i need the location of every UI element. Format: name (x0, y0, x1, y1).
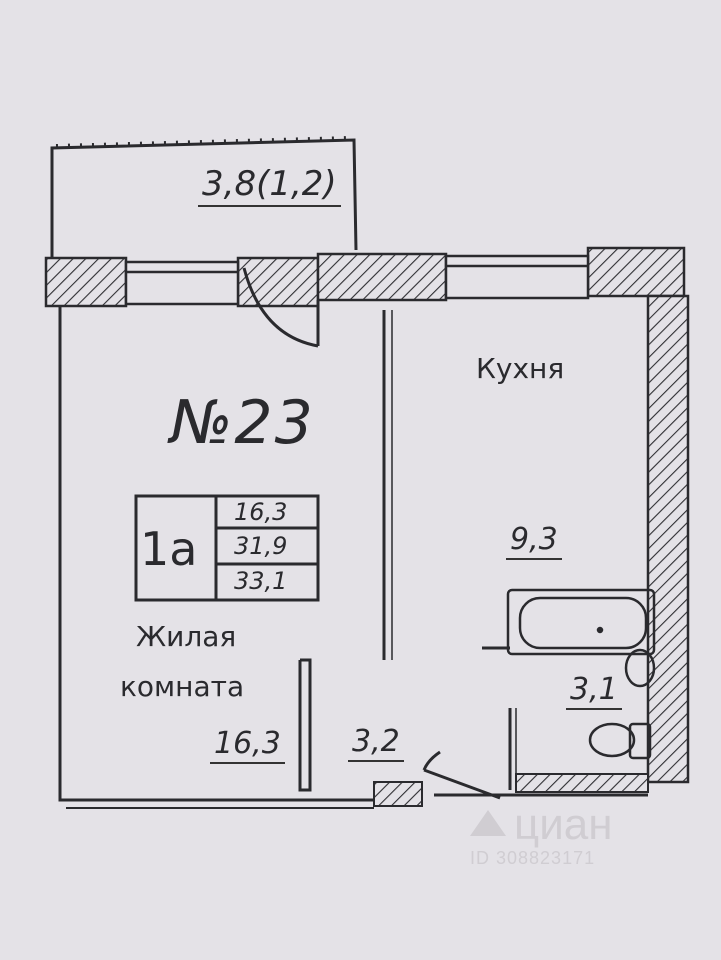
bathtub (506, 588, 656, 656)
hall-area: 3,2 (348, 724, 404, 762)
toilet (588, 722, 652, 760)
area-with-balcony-table: 33,1 (234, 567, 288, 595)
exterior-walls (44, 246, 690, 784)
balcony-door (242, 267, 320, 348)
watermark-id: ID 308823171 (470, 848, 596, 868)
wall-stub (373, 781, 423, 807)
watermark-brand: циан (514, 800, 613, 849)
cian-logo-icon (470, 810, 506, 836)
living-area-table: 16,3 (234, 498, 288, 526)
total-area-table: 31,9 (234, 532, 288, 560)
sink (624, 648, 656, 688)
living-room-area: 16,3 (210, 726, 285, 764)
windows (124, 254, 590, 306)
balcony-area: 3,8(1,2) (198, 164, 341, 207)
balcony (50, 136, 358, 257)
apartment-type: 1а (140, 522, 198, 576)
bathroom-wall (515, 773, 649, 793)
area-table (134, 494, 320, 602)
kitchen-label: Кухня (476, 352, 565, 385)
entrance-door (422, 750, 501, 800)
living-room-label-2: комната (120, 670, 245, 703)
apartment-number: №23 (170, 388, 315, 458)
interior-walls (58, 306, 648, 809)
living-room-label: Жилая (136, 620, 237, 653)
bath-area: 3,1 (566, 672, 622, 710)
kitchen-area: 9,3 (506, 522, 562, 560)
